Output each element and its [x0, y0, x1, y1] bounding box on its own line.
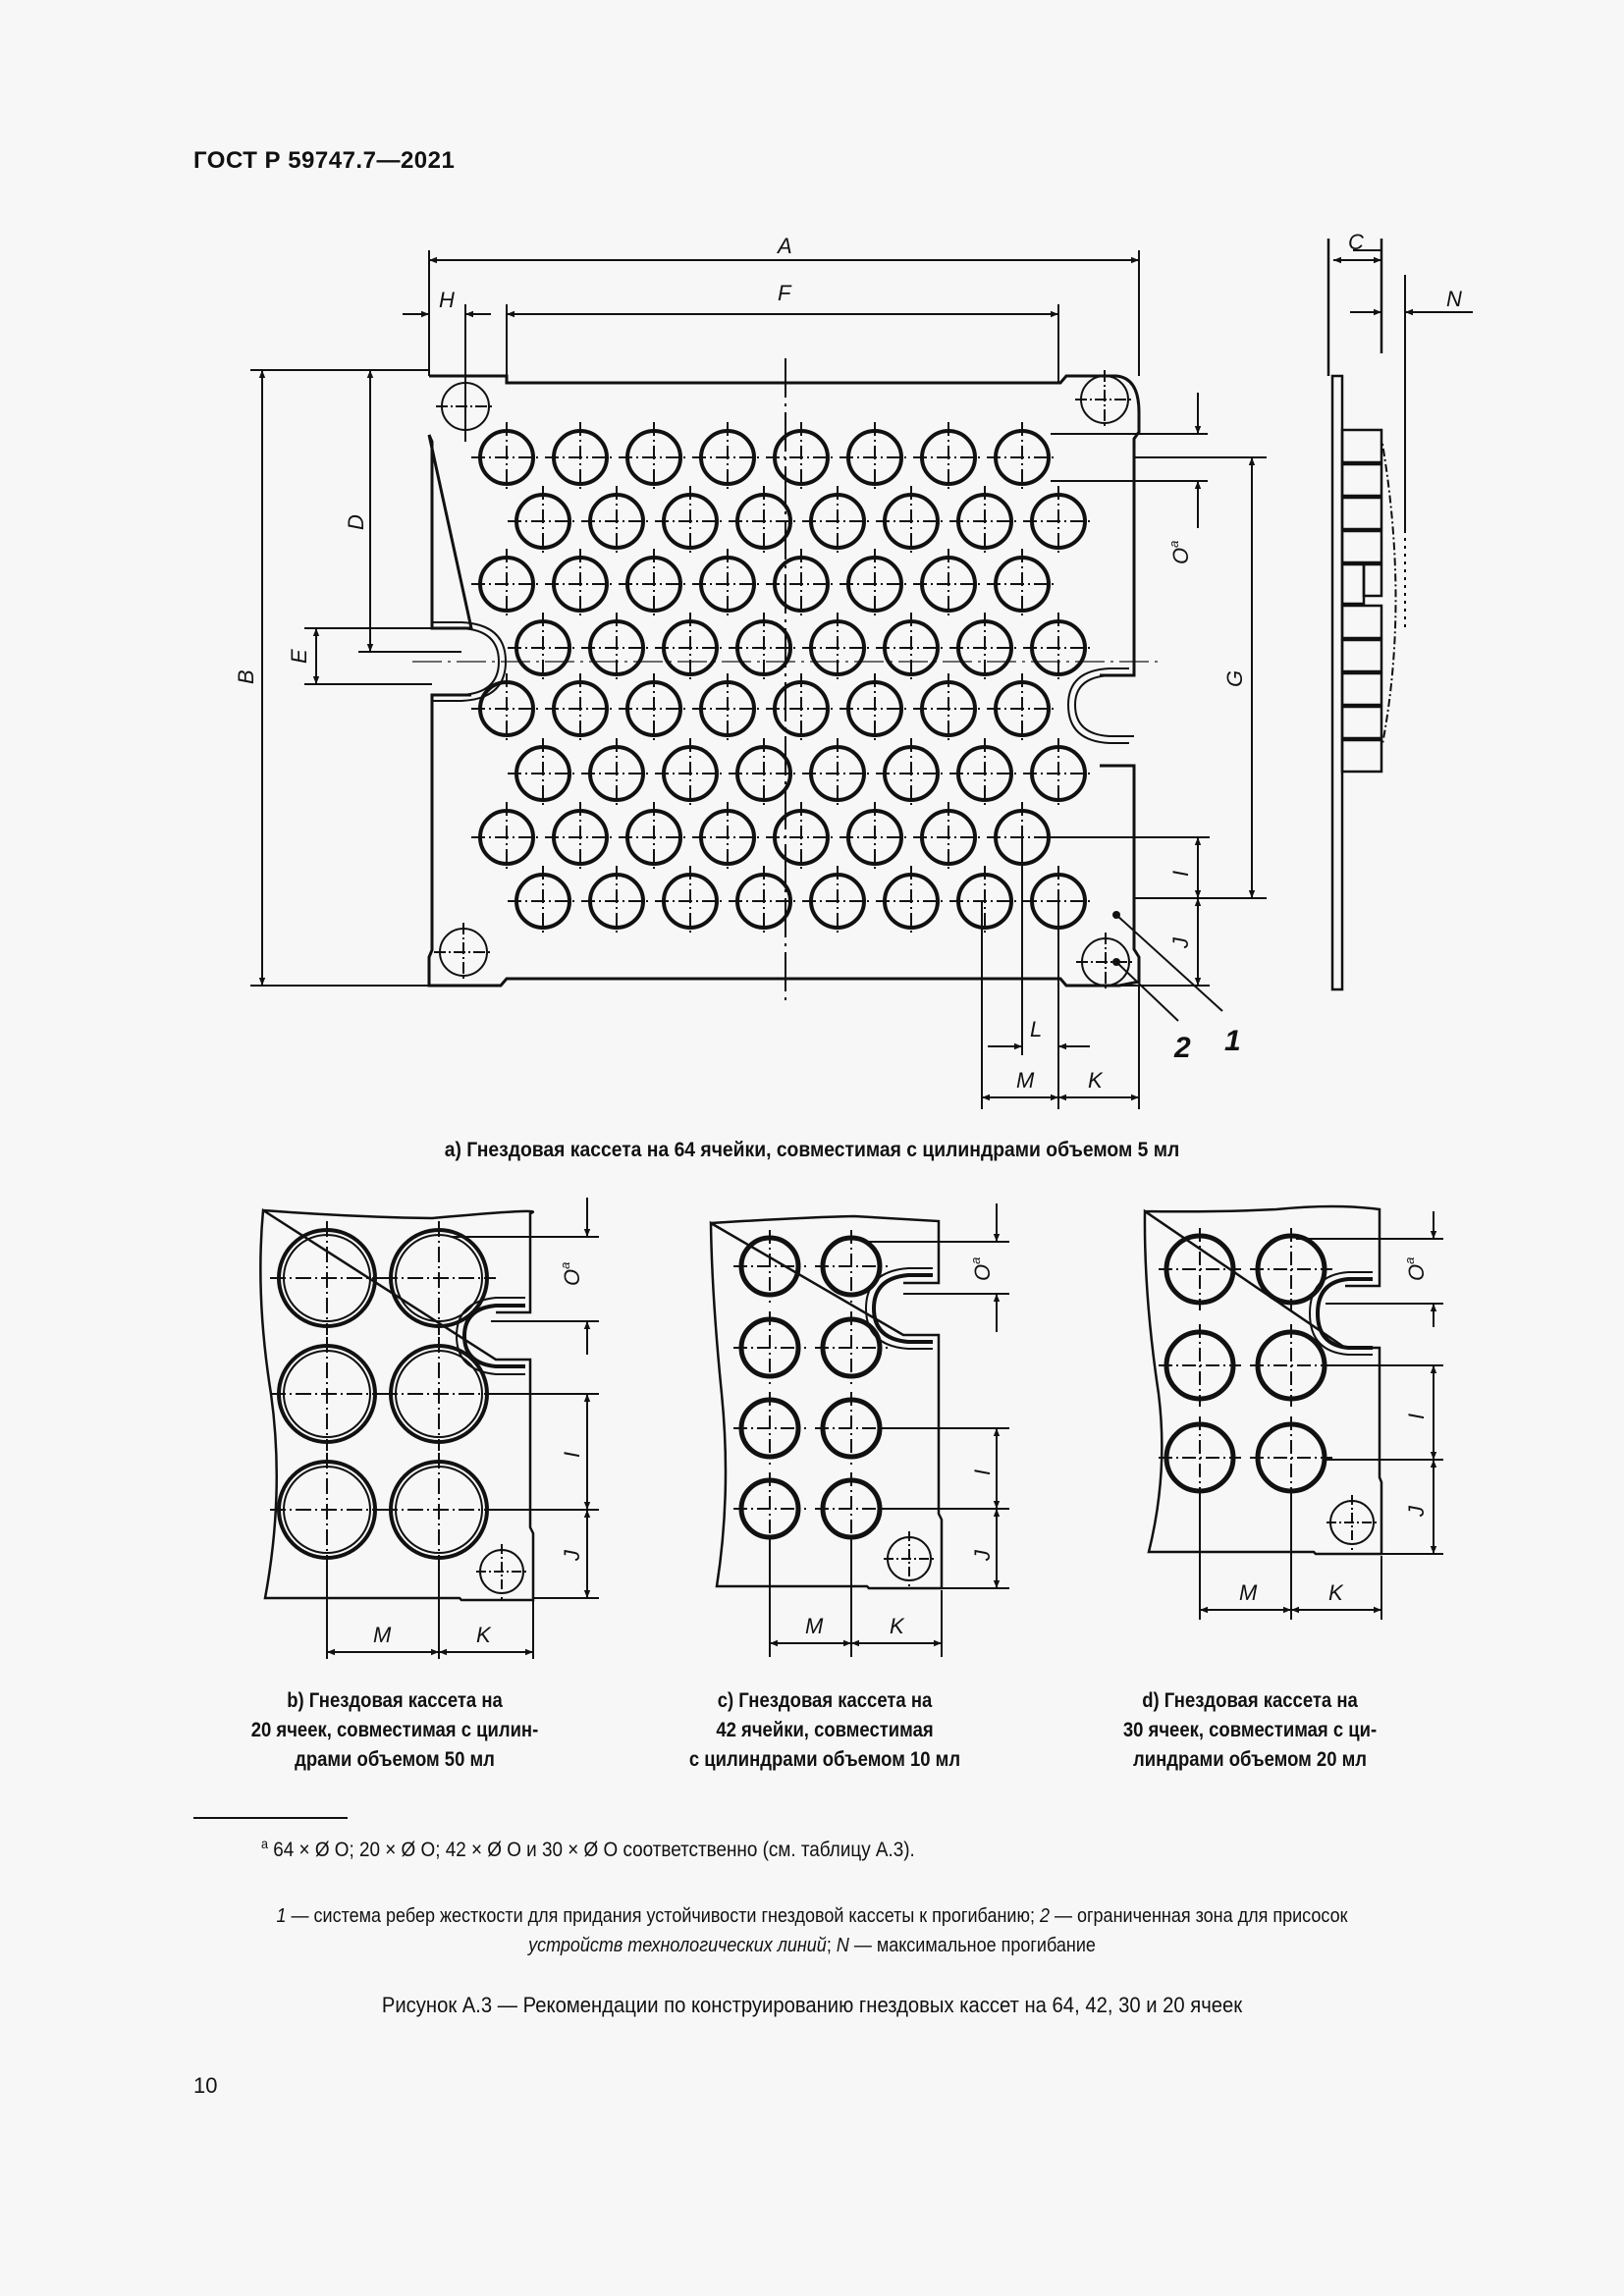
figure-a-caption: a) Гнездовая кассета на 64 ячейки, совме… — [444, 1139, 1180, 1161]
figure-a-drawing: A F H C N B D E G Oa I J L M K 2 1 — [234, 230, 1473, 1109]
fig-d-label-m: M — [1239, 1580, 1258, 1605]
legend-item-2-num: 2 — [1039, 1905, 1050, 1927]
dim-label-a: A — [776, 234, 792, 258]
corner-hole-bl — [433, 922, 494, 983]
fig-b-label-k: K — [476, 1623, 492, 1647]
dim-label-d: D — [344, 514, 368, 530]
fig-b-label-m: M — [373, 1623, 392, 1647]
subfigures-drawing: Oa I J M K Oa I J M K — [259, 1198, 1443, 1659]
fig-d-label-j: J — [1404, 1505, 1429, 1518]
dim-label-m: M — [1016, 1068, 1035, 1093]
figure-title: Рисунок А.3 — Рекомендации по конструиро… — [381, 1993, 1243, 2017]
dim-label-g: G — [1222, 670, 1247, 687]
legend-item-1-num: 1 — [276, 1905, 287, 1927]
figure-c-caption: c) Гнездовая кассета на 42 ячейки, совме… — [688, 1689, 961, 1771]
dim-label-f: F — [778, 281, 792, 305]
fig-c-label-j: J — [970, 1549, 995, 1562]
callout-1: 1 — [1224, 1025, 1241, 1057]
fig-c-label-o: Oa — [968, 1257, 995, 1281]
legend-item-2-text-cont: устройств технологических линий — [528, 1935, 827, 1956]
fig-c-label-i: I — [970, 1469, 995, 1475]
document-header: ГОСТ Р 59747.7—2021 — [193, 147, 456, 174]
figure-legend: 1 — система ребер жесткости для придания… — [276, 1905, 1348, 1956]
footnote: a 64 × Ø O; 20 × Ø O; 42 × Ø O и 30 × Ø … — [261, 1836, 915, 1862]
footnote-text: 64 × Ø O; 20 × Ø O; 42 × Ø O и 30 × Ø O … — [273, 1839, 915, 1861]
fig-d-label-i: I — [1404, 1414, 1429, 1419]
corner-hole-br — [1075, 932, 1136, 992]
fig-b-label-o: Oa — [558, 1262, 584, 1286]
figure-d — [1143, 1204, 1383, 1556]
fig-c-label-m: M — [805, 1614, 824, 1638]
fig-d-label-k: K — [1328, 1580, 1344, 1605]
legend-item-n-num: N — [836, 1935, 849, 1956]
page-number: 10 — [193, 2073, 218, 2098]
dim-label-b: B — [234, 669, 258, 684]
dim-label-l: L — [1030, 1017, 1042, 1041]
dim-label-o: Oa — [1166, 541, 1193, 564]
legend-item-2-text: — ограниченная зона для присосок — [1049, 1905, 1348, 1927]
dim-label-h: H — [439, 288, 455, 312]
dim-label-n: N — [1446, 287, 1462, 311]
dim-label-j: J — [1168, 936, 1193, 949]
legend-item-n-text: — максимальное прогибание — [848, 1935, 1096, 1956]
footnote-rule — [193, 1817, 348, 1819]
figure-c — [709, 1214, 944, 1590]
side-view — [1326, 239, 1473, 991]
dim-label-k: K — [1088, 1068, 1104, 1093]
legend-item-1-text: — система ребер жесткости для придания у… — [286, 1905, 1040, 1927]
footnote-marker: a — [261, 1836, 269, 1851]
figure-d-caption: d) Гнездовая кассета на 30 ячеек, совмес… — [1122, 1689, 1378, 1771]
dim-label-i: I — [1168, 871, 1193, 877]
fig-c-label-k: K — [890, 1614, 905, 1638]
fig-b-label-i: I — [560, 1452, 584, 1458]
cell-grid — [469, 420, 1096, 938]
dim-label-c: C — [1348, 230, 1364, 254]
callout-2: 2 — [1173, 1032, 1191, 1064]
figure-b-caption: b) Гнездовая кассета на 20 ячеек, совмес… — [250, 1689, 539, 1771]
dim-label-e: E — [287, 649, 311, 664]
fig-d-label-o: Oa — [1402, 1257, 1429, 1281]
fig-b-label-j: J — [560, 1549, 584, 1562]
